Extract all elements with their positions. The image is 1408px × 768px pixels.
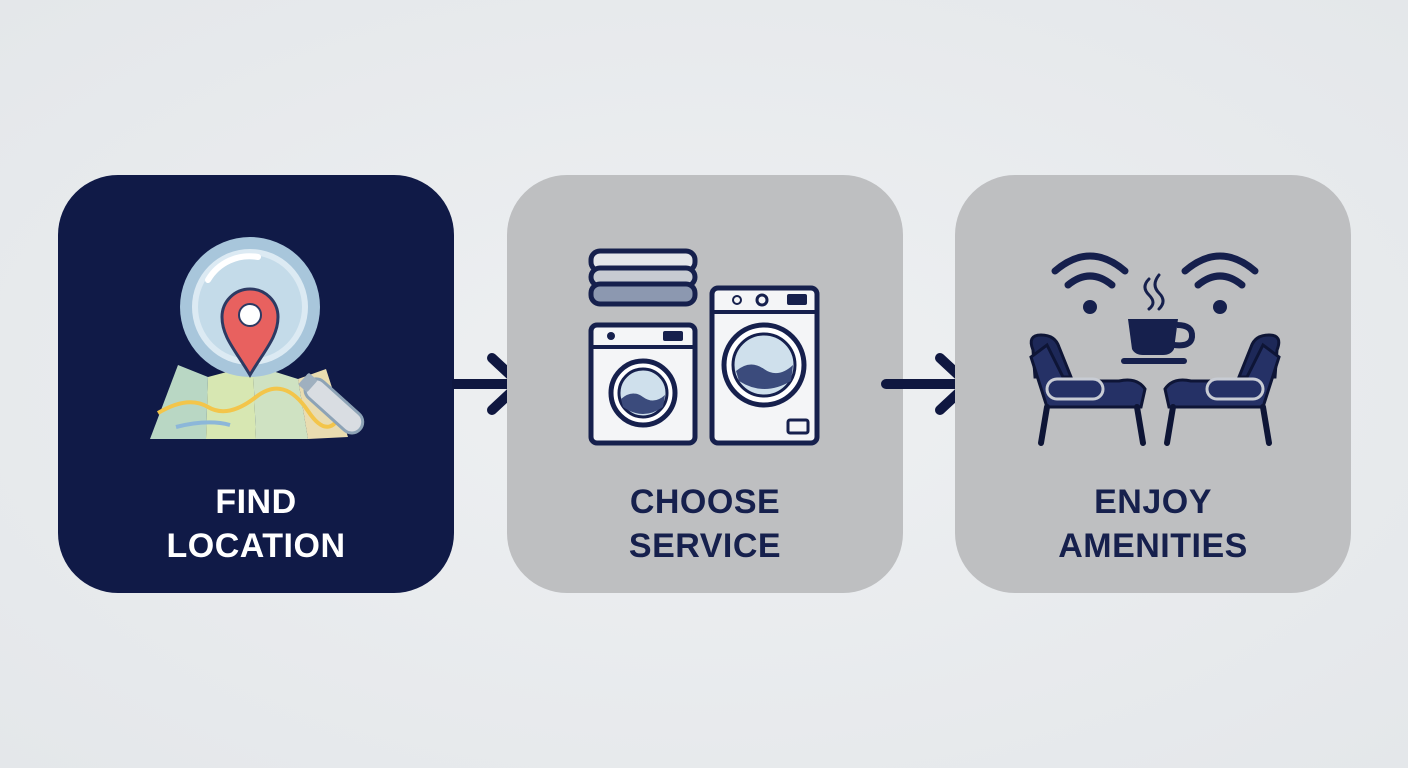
step-card-find-location: FIND LOCATION: [58, 175, 454, 593]
step-label: FIND LOCATION: [58, 480, 454, 568]
step-label: CHOOSE SERVICE: [507, 480, 903, 568]
lounge-amenities-icon: [1029, 252, 1281, 446]
step-label-line1: ENJOY: [1094, 483, 1212, 521]
step-label: ENJOY AMENITIES: [955, 480, 1351, 568]
step-label-line2: AMENITIES: [1058, 527, 1248, 565]
step-card-enjoy-amenities: ENJOY AMENITIES: [955, 175, 1351, 593]
step-card-choose-service: CHOOSE SERVICE: [507, 175, 903, 593]
map-search-icon: [150, 237, 365, 439]
step-label-line1: CHOOSE: [629, 483, 781, 521]
laundry-machines-icon: [588, 248, 820, 446]
step-label-line2: LOCATION: [166, 527, 346, 565]
step-label-line1: FIND: [215, 483, 297, 521]
step-label-line2: SERVICE: [628, 527, 782, 565]
